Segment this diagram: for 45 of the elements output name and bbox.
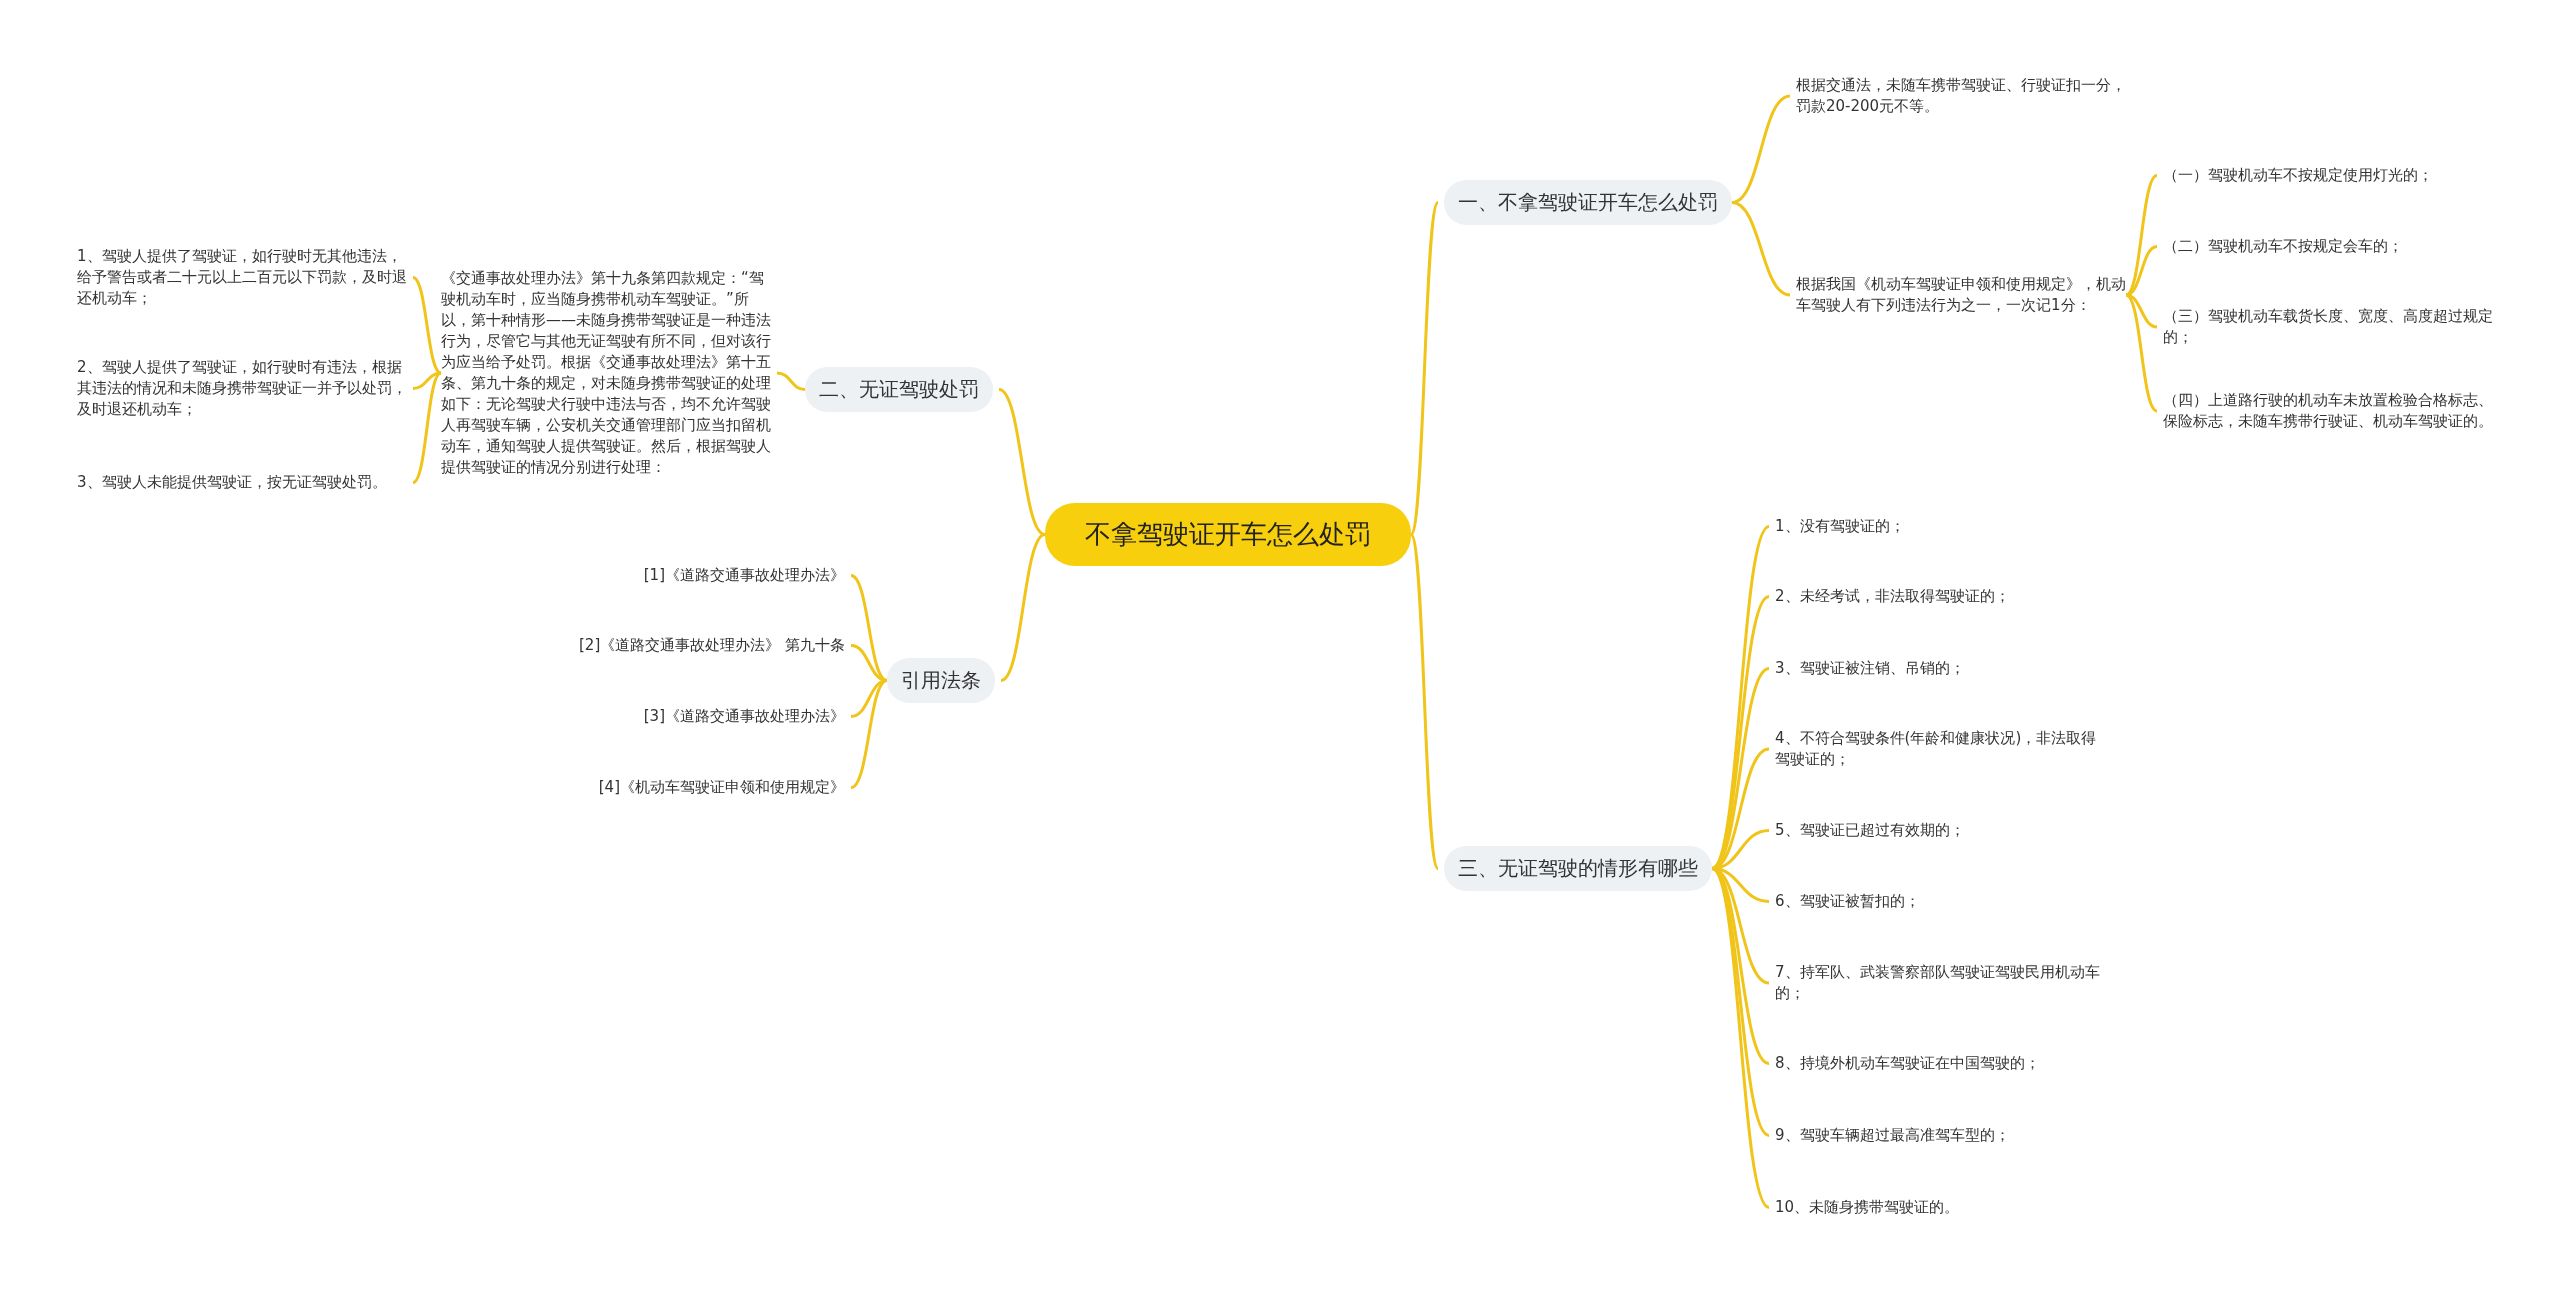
connector bbox=[1711, 867, 1770, 1065]
topic-text: 《交通事故处理办法》第十九条第四款规定：“驾驶机动车时，应当随身携带机动车驾驶证。”所以，第十种情形——未随身携带驾驶证是一种违法行为，尽管它与其他无证驾驶有所不同，但对该行为应当给予处罚。根据《交通事故处理法》第十五条、第九十条的规定，对未随身携带驾驶证的处理如下：无论驾驶犬行驶中违法与否，均不允许驾驶人再驾驶车辆，公安机关交通管理部门应当扣留机动车，通知驾驶人提供驾驶证。然后，根据驾驶人提供驾驶证的情况分别进行处理： bbox=[441, 268, 771, 478]
connector bbox=[850, 679, 888, 718]
topic-text: 8、持境外机动车驾驶证在中国驾驶的； bbox=[1775, 1053, 2105, 1074]
topic-text: [3]《道路交通事故处理办法》 bbox=[485, 706, 845, 727]
topic-text: 根据交通法，未随车携带驾驶证、行驶证扣一分，罚款20-200元不等。 bbox=[1796, 75, 2131, 117]
topic-text: 3、驾驶证被注销、吊销的； bbox=[1775, 658, 2105, 679]
connector bbox=[850, 679, 888, 789]
topic-text: 4、不符合驾驶条件(年龄和健康状况)，非法取得驾驶证的； bbox=[1775, 728, 2105, 770]
topic-box: 引用法条 bbox=[887, 658, 995, 703]
connector bbox=[776, 371, 806, 391]
connector bbox=[1710, 867, 1771, 1209]
connector bbox=[2125, 293, 2158, 413]
topic-text: 6、驾驶证被暂扣的； bbox=[1775, 891, 2105, 912]
topic-text: [1]《道路交通事故处理办法》 bbox=[485, 565, 845, 586]
connector bbox=[2125, 245, 2158, 297]
connector bbox=[1710, 525, 1771, 870]
connector bbox=[850, 574, 888, 682]
connector bbox=[412, 276, 442, 375]
topic-text: [2]《道路交通事故处理办法》 第九十条 bbox=[485, 635, 845, 656]
topic-box: 二、无证驾驶处罚 bbox=[805, 367, 993, 412]
topic-text: 1、驾驶人提供了驾驶证，如行驶时无其他违法，给予警告或者二十元以上二百元以下罚款，及时退还机动车； bbox=[77, 246, 407, 309]
topic-text: 1、没有驾驶证的； bbox=[1775, 516, 2105, 537]
topic-text: [4]《机动车驾驶证申领和使用规定》 bbox=[485, 777, 845, 798]
topic-text: 7、持军队、武装警察部队驾驶证驾驶民用机动车的； bbox=[1775, 962, 2105, 1004]
topic-box: 一、不拿驾驶证开车怎么处罚 bbox=[1444, 180, 1732, 225]
topic-text: 根据我国《机动车驾驶证申领和使用规定》，机动车驾驶人有下列违法行为之一，一次记1分： bbox=[1796, 274, 2126, 316]
topic-text: 10、未随身携带驾驶证的。 bbox=[1775, 1197, 2105, 1218]
connector bbox=[1409, 201, 1440, 536]
topic-text: 3、驾驶人未能提供驾驶证，按无证驾驶处罚。 bbox=[77, 472, 407, 493]
topic-text: 2、未经考试，非法取得驾驶证的； bbox=[1775, 586, 2105, 607]
topic-text: （三）驾驶机动车载货长度、宽度、高度超过规定的； bbox=[2163, 306, 2493, 348]
topic-box: 三、无证驾驶的情形有哪些 bbox=[1444, 846, 1712, 891]
connector bbox=[1000, 533, 1046, 682]
connector bbox=[412, 371, 442, 484]
topic-text: （一）驾驶机动车不按规定使用灯光的； bbox=[2163, 165, 2493, 186]
topic-text: 2、驾驶人提供了驾驶证，如行驶时有违法，根据其违法的情况和未随身携带驾驶证一并予以处罚，及时退还机动车； bbox=[77, 357, 407, 420]
connector bbox=[1409, 533, 1440, 870]
topic-text: 9、驾驶车辆超过最高准驾车型的； bbox=[1775, 1125, 2105, 1146]
connector bbox=[1731, 201, 1791, 297]
topic-text: （二）驾驶机动车不按规定会车的； bbox=[2163, 236, 2493, 257]
topic-text: 5、驾驶证已超过有效期的； bbox=[1775, 820, 2105, 841]
connector bbox=[998, 388, 1046, 536]
topic-text: （四）上道路行驶的机动车未放置检验合格标志、保险标志，未随车携带行驶证、机动车驾驶证的。 bbox=[2163, 390, 2493, 432]
central-topic: 不拿驾驶证开车怎么处罚 bbox=[1045, 503, 1411, 566]
